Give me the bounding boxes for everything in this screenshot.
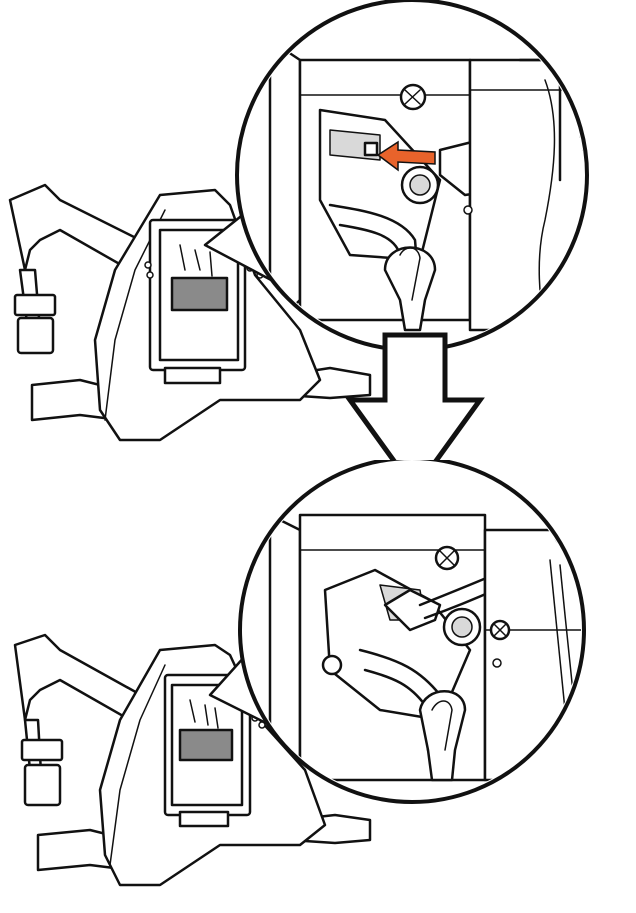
step-1-illustration — [8, 0, 589, 442]
control-box-base — [178, 810, 230, 828]
strap-buckle — [20, 738, 64, 762]
strap-buckle — [13, 293, 57, 317]
hose-clamp — [383, 246, 437, 332]
down-arrow-shape — [345, 332, 485, 495]
strap-clip — [16, 316, 55, 355]
control-box-base — [163, 366, 222, 385]
strap-clip — [23, 763, 62, 807]
harness-assembly — [8, 183, 372, 442]
control-box-panel — [170, 276, 229, 312]
magnifier-callout — [208, 460, 586, 804]
control-box-panel — [178, 728, 234, 762]
magnified-detail — [268, 513, 581, 782]
step-2-svg — [13, 460, 586, 887]
hose-clamp — [418, 690, 467, 782]
magnified-detail — [268, 38, 584, 332]
down-arrow-icon — [340, 330, 490, 500]
orange-direction-arrow-icon — [376, 140, 436, 172]
step-2-illustration — [0, 460, 636, 913]
step-1-svg — [8, 0, 589, 442]
